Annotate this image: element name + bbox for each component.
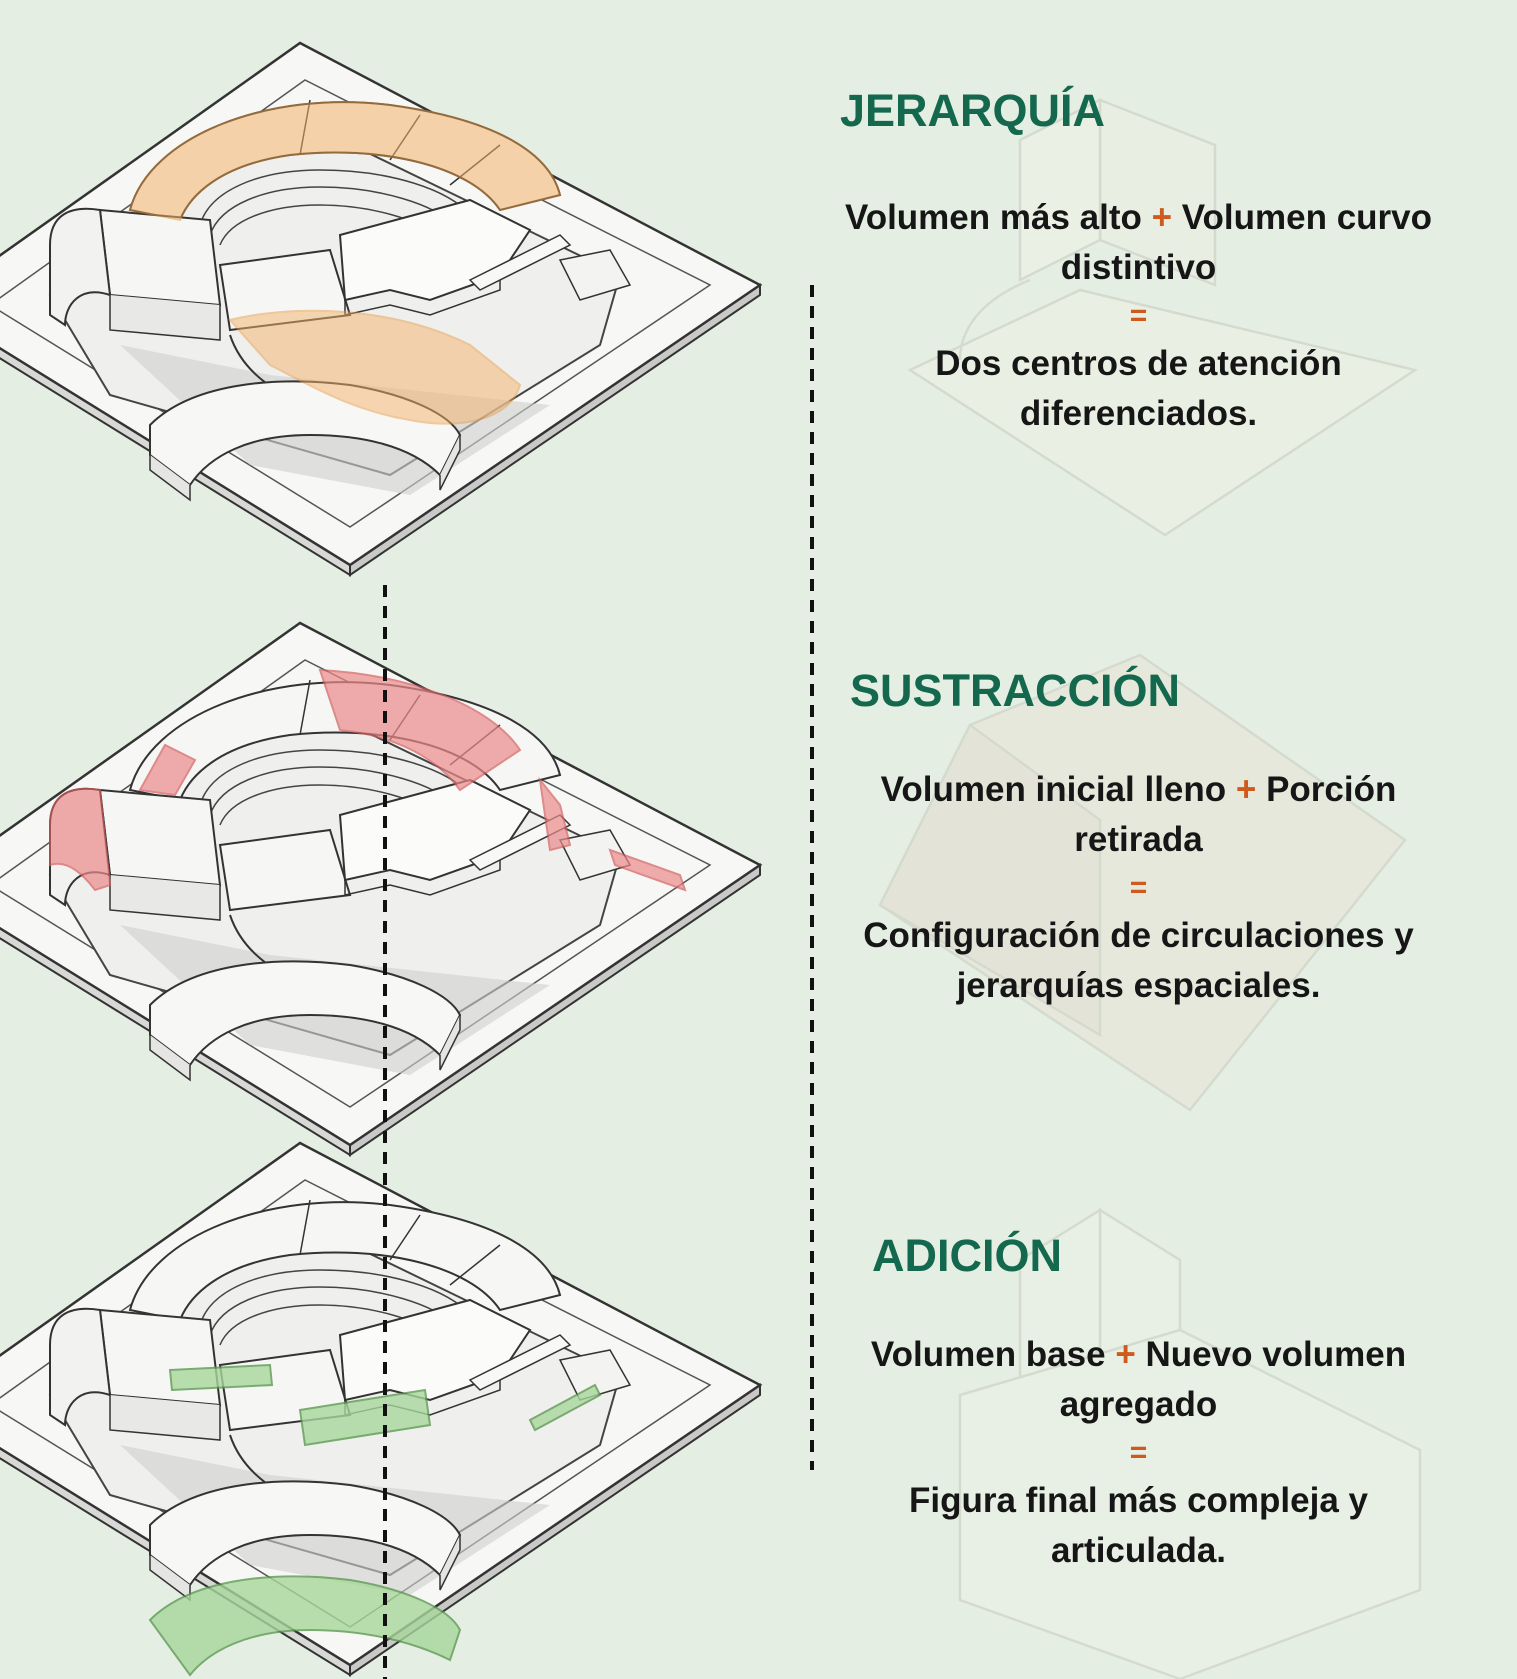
term-a: Volumen base bbox=[870, 1335, 1106, 1374]
section-jerarquia: JERARQUÍA Volumen más alto + Volumen cur… bbox=[760, 85, 1517, 485]
equals-operator: = bbox=[1129, 299, 1148, 332]
section-sustraccion: SUSTRACCIÓN Volumen inicial lleno + Porc… bbox=[760, 665, 1517, 1065]
result-line-1: Configuración de circulaciones y bbox=[863, 916, 1414, 955]
plus-operator: + bbox=[1235, 770, 1257, 809]
term-a: Volumen más alto bbox=[844, 198, 1142, 237]
equals-operator: = bbox=[1129, 1436, 1148, 1469]
model-jerarquia bbox=[0, 41, 762, 577]
result-line-2: diferenciados. bbox=[1019, 394, 1258, 433]
term-b: Volumen curvo bbox=[1181, 198, 1433, 237]
formula-line: Volumen base + Nuevo volumen bbox=[760, 1330, 1517, 1380]
jerarquia-sketch bbox=[907, 97, 1419, 537]
plus-operator: + bbox=[1115, 1335, 1136, 1374]
term-a: Volumen inicial lleno bbox=[880, 770, 1227, 809]
section-adicion: ADICIÓN Volumen base + Nuevo volumen agr… bbox=[760, 1230, 1517, 1630]
term-b-continuation: distintivo bbox=[1060, 248, 1217, 287]
term-b-continuation: agregado bbox=[1059, 1385, 1218, 1424]
plus-operator: + bbox=[1151, 198, 1173, 237]
result-line-1: Figura final más compleja y bbox=[908, 1481, 1369, 1520]
section-title: ADICIÓN bbox=[872, 1230, 1062, 1281]
sustraccion-sketch bbox=[878, 653, 1407, 1112]
equals-operator: = bbox=[1129, 871, 1148, 904]
formula-line: Volumen inicial lleno + Porción bbox=[760, 765, 1517, 815]
formula: Volumen más alto + Volumen curvo distint… bbox=[760, 193, 1517, 439]
term-b: Porción bbox=[1266, 770, 1397, 809]
result-line-2: articulada. bbox=[1050, 1531, 1227, 1570]
result-line-1: Dos centros de atención bbox=[935, 344, 1342, 383]
section-title: JERARQUÍA bbox=[840, 85, 1106, 136]
formula: Volumen base + Nuevo volumen agregado = … bbox=[760, 1330, 1517, 1576]
adicion-sketch bbox=[958, 1207, 1422, 1679]
term-b-continuation: retirada bbox=[1074, 820, 1203, 859]
formula: Volumen inicial lleno + Porción retirada… bbox=[760, 765, 1517, 1011]
model-sustraccion bbox=[0, 621, 762, 1157]
term-b: Nuevo volumen bbox=[1145, 1335, 1407, 1374]
result-line-2: jerarquías espaciales. bbox=[956, 966, 1321, 1005]
section-title: SUSTRACCIÓN bbox=[850, 665, 1181, 716]
alignment-lines bbox=[383, 285, 814, 1679]
formula-line: Volumen más alto + Volumen curvo bbox=[760, 193, 1517, 243]
model-adicion bbox=[0, 1141, 762, 1677]
